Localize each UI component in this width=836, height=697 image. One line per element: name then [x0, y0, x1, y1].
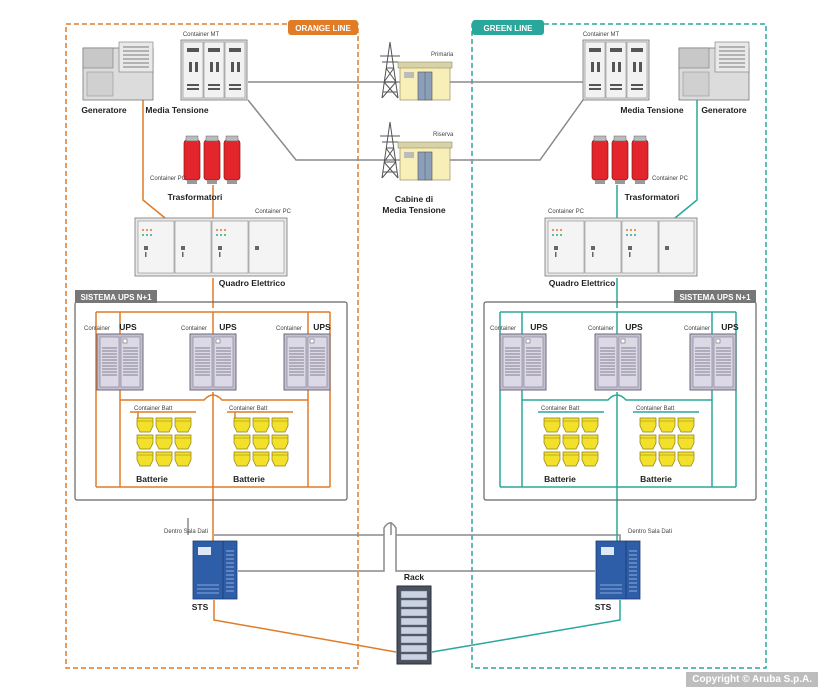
batterie-label-right-1: Batterie — [544, 474, 576, 484]
dentro-sala-dati-right: Dentro Sala Dati — [628, 529, 672, 535]
svg-text:ORANGE LINE: ORANGE LINE — [295, 24, 351, 33]
ups-system-title-left: SISTEMA UPS N+1 — [80, 293, 152, 302]
media-tensione-label-left: Media Tensione — [145, 105, 208, 115]
ups-label-left-1: UPS — [119, 322, 137, 332]
green-line-tag: GREEN LINE — [472, 20, 544, 35]
orange-line-frame — [65, 23, 359, 669]
ups-system-title-right: SISTEMA UPS N+1 — [679, 293, 751, 302]
batterie-label-left-1: Batterie — [136, 474, 168, 484]
generator-label-right: Generatore — [701, 105, 747, 115]
ups-label-right-2: UPS — [625, 322, 643, 332]
batt-container-label-left-1: Container Batt — [134, 406, 173, 412]
green-line-frame — [471, 23, 767, 669]
substations: Primaria Riserva Cabine di Media Tension… — [379, 41, 454, 215]
ups-container-label-right-1: Container — [490, 326, 516, 332]
trasformatori-label-left: Trasformatori — [168, 192, 223, 202]
mt-grey-connections — [187, 81, 621, 572]
copyright-notice: Copyright © Aruba S.p.A. — [686, 672, 818, 687]
sts-label-left: STS — [192, 602, 209, 612]
generator-label-left: Generatore — [81, 105, 127, 115]
riserva-label: Riserva — [433, 132, 454, 138]
batt-container-label-right-2: Container Batt — [636, 406, 675, 412]
ups-label-left-2: UPS — [219, 322, 237, 332]
ups-container-label-left-3: Container — [276, 326, 302, 332]
sts-label-right: STS — [595, 602, 612, 612]
batt-container-label-left-2: Container Batt — [229, 406, 268, 412]
rack-label: Rack — [404, 572, 425, 582]
dentro-sala-dati-left: Dentro Sala Dati — [164, 529, 208, 535]
ups-label-left-3: UPS — [313, 322, 331, 332]
batterie-label-left-2: Batterie — [233, 474, 265, 484]
orange-line-section: Generatore Container MT Media Tensione C… — [74, 32, 397, 653]
ups-label-right-1: UPS — [530, 322, 548, 332]
ups-container-label-left-2: Container — [181, 326, 207, 332]
svg-text:GREEN LINE: GREEN LINE — [484, 24, 534, 33]
batt-container-label-right-1: Container Batt — [541, 406, 580, 412]
green-line-section: Container MT Media Tensione Generatore C… — [431, 32, 757, 653]
container-pc-label-left-transf: Container PC — [150, 176, 187, 182]
batterie-label-right-2: Batterie — [640, 474, 672, 484]
quadro-elettrico-label-right: Quadro Elettrico — [549, 278, 616, 288]
ups-container-label-right-3: Container — [684, 326, 710, 332]
media-tensione-label-right: Media Tensione — [620, 105, 683, 115]
ups-label-right-3: UPS — [721, 322, 739, 332]
rack: Rack — [396, 572, 432, 665]
trasformatori-label-right: Trasformatori — [625, 192, 680, 202]
container-pc-label-left-panel: Container PC — [255, 209, 292, 215]
container-pc-label-right-transf: Container PC — [652, 176, 689, 182]
cabine-label-line2: Media Tensione — [382, 205, 445, 215]
primaria-label: Primaria — [431, 52, 454, 58]
container-mt-label-right: Container MT — [583, 32, 620, 38]
orange-line-tag: ORANGE LINE — [288, 20, 358, 35]
ups-container-label-left-1: Container — [84, 326, 110, 332]
quadro-elettrico-label-left: Quadro Elettrico — [219, 278, 286, 288]
ups-container-label-right-2: Container — [588, 326, 614, 332]
container-pc-label-right-panel: Container PC — [548, 209, 585, 215]
cabine-label-line1: Cabine di — [395, 194, 433, 204]
container-mt-label-left: Container MT — [183, 32, 220, 38]
